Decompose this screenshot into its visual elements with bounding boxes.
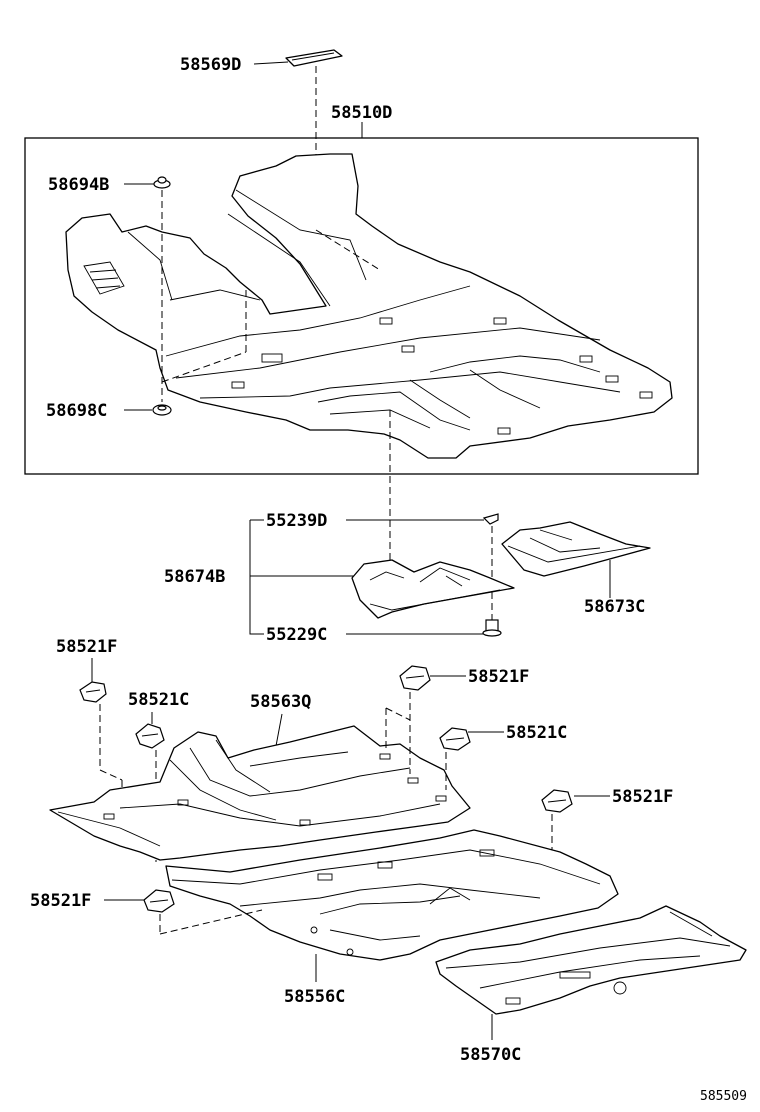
label-55239D: 55239D [266, 511, 327, 531]
group-box-58510D [24, 137, 699, 475]
part-58521F-clip-b [399, 665, 431, 691]
label-58556C: 58556C [284, 987, 345, 1007]
part-58510D-floor-carpet [65, 153, 673, 459]
label-58521C-b: 58521C [506, 723, 567, 743]
part-58521C-clip-b [439, 727, 471, 751]
part-58674B-pad [351, 559, 515, 619]
part-58673C-pad [501, 521, 651, 577]
label-58570C: 58570C [460, 1045, 521, 1065]
label-58569D: 58569D [180, 55, 241, 75]
label-58521F-b: 58521F [468, 667, 529, 687]
label-58694B: 58694B [48, 175, 109, 195]
label-58521C-a: 58521C [128, 690, 189, 710]
figure-number: 585509 [700, 1089, 747, 1104]
part-58694B-clip [153, 176, 171, 189]
label-58673C: 58673C [584, 597, 645, 617]
part-58521F-clip-a [79, 681, 107, 703]
part-55239D-cap [482, 513, 499, 525]
label-58521F-d: 58521F [30, 891, 91, 911]
part-58569D-pad [285, 49, 343, 67]
part-58556C-rear-cover [165, 829, 619, 961]
label-58521F-c: 58521F [612, 787, 673, 807]
label-58521F-a: 58521F [56, 637, 117, 657]
label-58698C: 58698C [46, 401, 107, 421]
part-58698C-grommet [152, 404, 172, 416]
part-58521F-clip-c [541, 789, 573, 813]
label-58674B: 58674B [164, 567, 225, 587]
part-58570C-rear-cover [435, 905, 747, 1015]
label-58563Q: 58563Q [250, 692, 311, 712]
label-58510D: 58510D [331, 103, 392, 123]
label-55229C: 55229C [266, 625, 327, 645]
part-58521C-clip-a [135, 723, 165, 749]
part-58521F-clip-d [143, 889, 175, 913]
part-58563Q-front-cover [49, 725, 471, 861]
part-55229C-pin [482, 619, 502, 637]
